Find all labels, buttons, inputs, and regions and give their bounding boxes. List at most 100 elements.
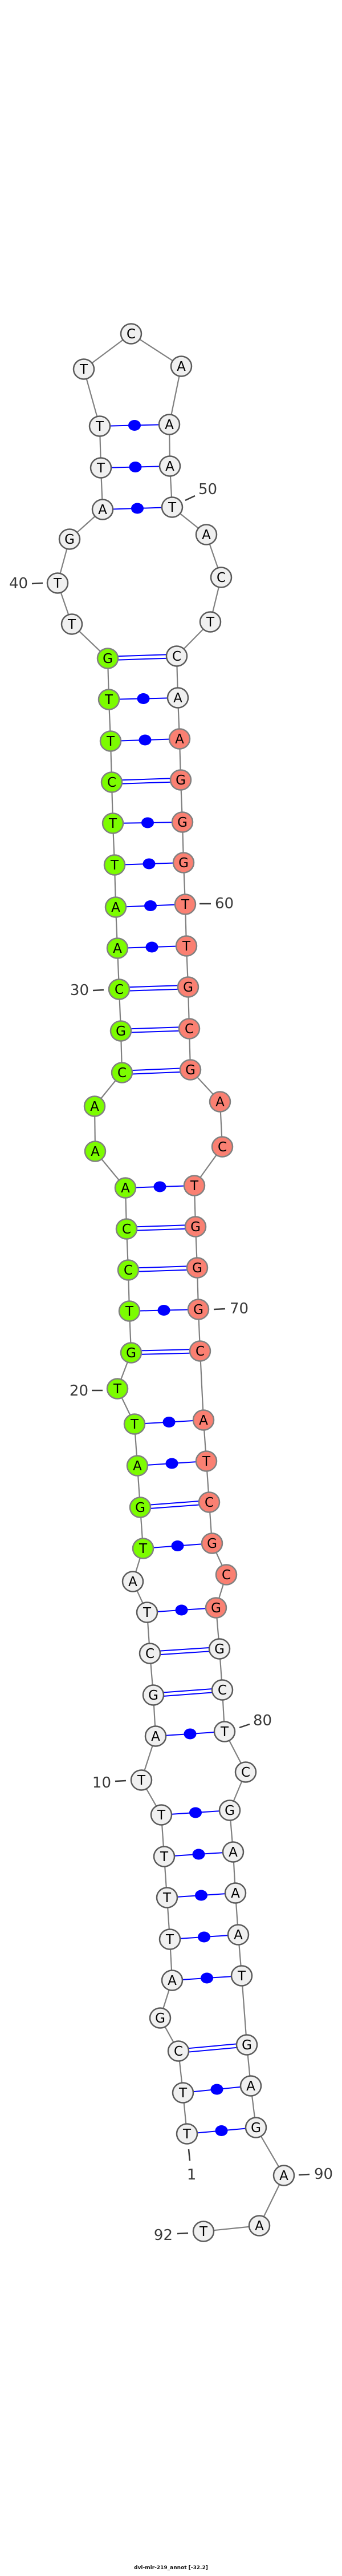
- pair-bond-line: [131, 1348, 200, 1352]
- nucleotide-36: T: [99, 730, 122, 752]
- nucleotide-circle: [99, 730, 122, 752]
- nucleotide-letter: T: [182, 939, 191, 954]
- nucleotide-53: T: [199, 611, 222, 633]
- nucleotide-circle: [227, 1924, 250, 1946]
- nucleotide-6: T: [158, 1928, 181, 1950]
- nucleotide-circle: [101, 812, 124, 834]
- backbone-segment: [241, 1975, 248, 2045]
- nucleotide-39: T: [60, 613, 83, 635]
- pair-bond-line: [119, 984, 188, 988]
- base-pair-gc: [126, 1224, 196, 1232]
- nucleotide-61: T: [175, 935, 198, 957]
- nucleotide-letter: A: [231, 1886, 240, 1901]
- nucleotide-letter: A: [128, 1575, 137, 1590]
- base-pair: [100, 462, 170, 472]
- position-label: 10: [92, 1774, 127, 1792]
- nucleotide-letter: C: [115, 982, 124, 997]
- nucleotide-circle: [106, 937, 129, 959]
- base-pair: [164, 1849, 234, 1860]
- base-pair: [137, 1458, 207, 1469]
- nucleotide-circle: [234, 1761, 257, 1783]
- nucleotide-letter: A: [279, 2169, 288, 2183]
- nucleotide-90: A: [272, 2165, 295, 2186]
- nucleotide-circle: [176, 2123, 198, 2145]
- pair-dot: [165, 1458, 178, 1469]
- pair-dot: [175, 1604, 188, 1616]
- nucleotide-letter: T: [190, 1179, 199, 1194]
- nucleotide-circle: [139, 1643, 161, 1664]
- nucleotide-letter: G: [155, 2011, 165, 2026]
- pair-bond-line: [131, 1352, 201, 1356]
- nucleotide-letter: T: [130, 1417, 139, 1432]
- position-label: 90: [298, 2166, 333, 2183]
- nucleotide-86: T: [230, 1965, 253, 1987]
- nucleotide-74: C: [198, 1491, 221, 1513]
- base-pair: [172, 1972, 242, 1984]
- nucleotide-circle: [168, 728, 191, 750]
- pair-bond-line: [107, 653, 177, 657]
- nucleotide-31: A: [106, 937, 129, 959]
- nucleotide-87: G: [235, 2034, 258, 2056]
- nucleotide-letter: G: [214, 1642, 225, 1657]
- nucleotide-circle: [192, 1409, 215, 1431]
- nucleotide-80: T: [213, 1721, 236, 1742]
- nucleotide-32: A: [104, 896, 127, 918]
- pair-dot: [141, 817, 154, 828]
- nucleotide-37: T: [97, 689, 120, 710]
- nucleotide-68: G: [184, 1216, 207, 1238]
- nucleotide-20: T: [106, 1378, 129, 1400]
- nucleotide-34: T: [101, 812, 124, 834]
- nucleotide-circle: [150, 1804, 173, 1826]
- nucleotide-circle: [108, 978, 131, 1000]
- nucleotide-9: T: [150, 1804, 173, 1826]
- position-number: 80: [253, 1712, 272, 1729]
- nucleotide-letter: T: [206, 615, 215, 630]
- nucleotide-56: A: [168, 728, 191, 750]
- pair-bond-line: [128, 1265, 197, 1269]
- pair-bond-line: [120, 1026, 189, 1030]
- nucleotide-circle: [142, 1684, 165, 1706]
- nucleotide-circle: [189, 1340, 211, 1362]
- pair-bond-line: [122, 1071, 191, 1075]
- nucleotide-circle: [100, 771, 123, 793]
- nucleotide-letter: C: [218, 1683, 227, 1698]
- nucleotide-letter: G: [190, 1220, 201, 1235]
- nucleotide-62: G: [177, 976, 199, 998]
- pair-bond-line: [111, 777, 181, 781]
- nucleotide-circle: [89, 457, 112, 479]
- base-pair: [125, 1181, 195, 1192]
- nucleotide-letter: A: [113, 941, 122, 956]
- base-pair-gc: [131, 1348, 201, 1356]
- position-label: 20: [70, 1382, 103, 1400]
- nucleotide-letter: T: [125, 1304, 134, 1319]
- nucleotide-letter: G: [242, 2038, 252, 2053]
- position-number: 70: [230, 1300, 249, 1317]
- nucleotide-2: T: [172, 2082, 194, 2104]
- nucleotide-letter: A: [229, 1845, 238, 1860]
- nucleotide-letter: C: [145, 1647, 154, 1661]
- nucleotide-circle: [156, 1887, 178, 1908]
- nucleotide-circle: [158, 414, 181, 435]
- nucleotide-15: A: [121, 1571, 144, 1592]
- nucleotide-letter: C: [172, 649, 181, 664]
- nucleotide-66: C: [211, 1136, 234, 1158]
- nucleotide-60: T: [174, 893, 197, 915]
- pair-dot: [192, 1849, 205, 1860]
- nucleotide-circle: [115, 1218, 138, 1240]
- nucleotide-letter: T: [79, 362, 88, 377]
- nucleotide-91: A: [248, 2215, 271, 2237]
- nucleotide-letter: A: [168, 1974, 177, 1988]
- nucleotide-41: G: [58, 528, 81, 550]
- nucleotide-letter: T: [168, 500, 177, 515]
- nucleotide-82: G: [218, 1799, 241, 1821]
- nucleotide-circle: [167, 2040, 190, 2062]
- nucleotide-letter: C: [185, 1022, 194, 1037]
- nucleotide-77: G: [205, 1597, 227, 1619]
- pair-bond-line: [178, 2042, 247, 2050]
- nucleotide-51: A: [195, 524, 218, 545]
- nucleotide-letter: T: [182, 2127, 192, 2142]
- position-number: 40: [9, 575, 28, 592]
- nucleotide-81: C: [234, 1761, 257, 1783]
- nucleotide-letter: T: [160, 1850, 169, 1865]
- nucleotide-circle: [171, 811, 194, 833]
